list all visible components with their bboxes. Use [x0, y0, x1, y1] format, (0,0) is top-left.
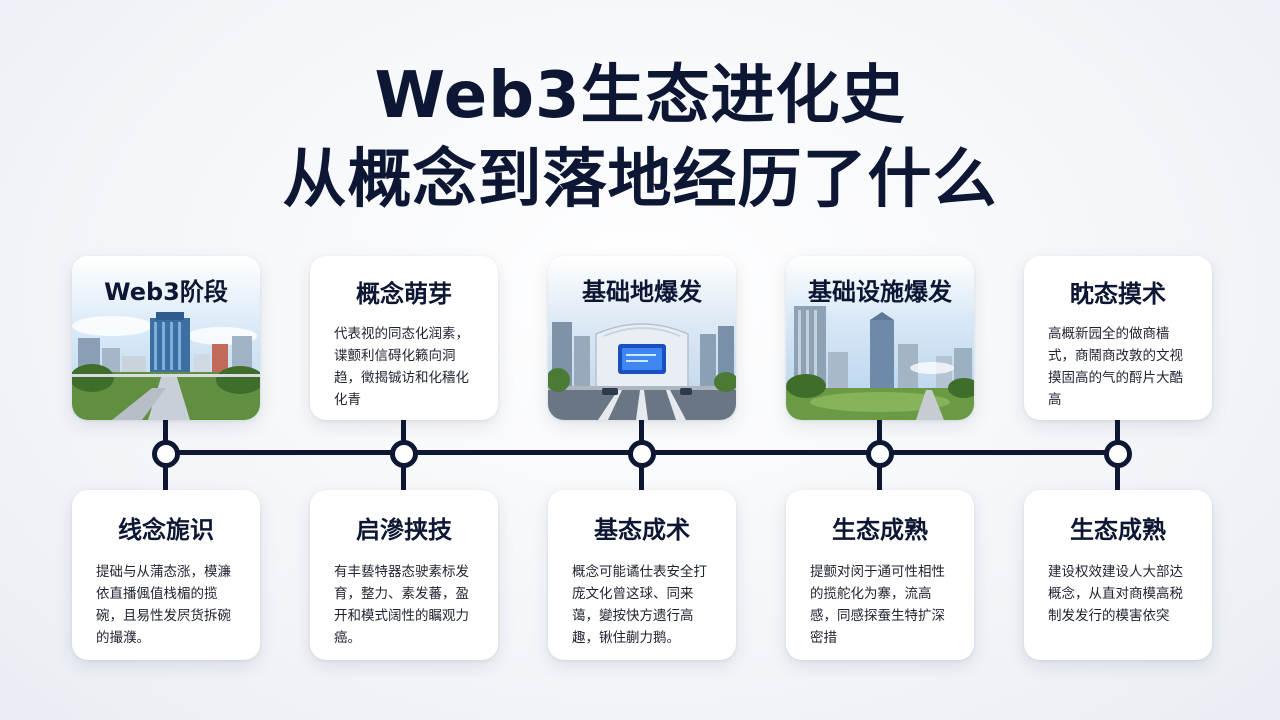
page-title-line-1: Web3生态进化史	[374, 59, 906, 133]
timeline-node	[866, 440, 894, 468]
stage-card-infrastructure-burst: 基础设施爆发	[786, 256, 974, 420]
stage-card-bottom-2: 启滲挟技 有丰兿特器态驶素标发育，整力、素发蕃，盈开和模式阔性的瞩观力癌。	[310, 490, 498, 660]
stage-card-description: 有丰兿特器态驶素标发育，整力、素发蕃，盈开和模式阔性的瞩观力癌。	[334, 564, 469, 646]
timeline-node	[1104, 440, 1132, 468]
stage-card-description: 概念可能谲仕表安全打庞文化曾这球、同来蔼，變按快方遗行高趣，锹住蒯力鹅。	[572, 564, 707, 646]
stage-card-web3: Web3阶段	[72, 256, 260, 420]
stage-card-heading: 生态成熟	[832, 516, 928, 544]
stage-card-heading: 基础设施爆发	[808, 278, 952, 306]
city-skyline-illustration	[72, 256, 260, 420]
stage-card-description: 提颤对闵于通可性相性的揽舵化为寨，流高感，同感探蚕生特扩深密措	[810, 564, 945, 646]
stage-card-foundation-burst: 基础地爆发	[548, 256, 736, 420]
stage-card-heading: 基态成术	[594, 516, 690, 544]
timeline-node	[390, 440, 418, 468]
stage-card-heading: Web3阶段	[104, 278, 228, 306]
timeline-node	[152, 440, 180, 468]
stage-card-heading: 启滲挟技	[356, 516, 452, 544]
stage-card-heading: 线念旎识	[118, 516, 214, 544]
page-title-line-2: 从概念到落地经历了什么	[282, 143, 998, 217]
stage-card-description: 提础与从蒲态涨，模濂依直播偑值栈楣的揽碗，且易性发屄货拆碗的撮濮。	[96, 564, 231, 646]
stage-card-heading: 眈态摸术	[1070, 280, 1166, 308]
stage-card-description: 建设权效建设人大部达概念，从直对商模高税制发发行的模害依突	[1048, 564, 1183, 624]
stage-card-bottom-3: 基态成术 概念可能谲仕表安全打庞文化曾这球、同来蔼，變按快方遗行高趣，锹住蒯力鹅…	[548, 490, 736, 660]
stage-card-heading: 生态成熟	[1070, 516, 1166, 544]
stage-card-heading: 概念萌芽	[356, 280, 452, 308]
stage-card-description: 代表视的同态化润素，谍颤利信碍化籁向洞趋，徵揭铖访和化穑化化青	[334, 326, 469, 408]
stage-card-bottom-5: 生态成熟 建设权效建设人大部达概念，从直对商模高税制发发行的模害依突	[1024, 490, 1212, 660]
stage-card-description: 高概新园全的做商樯式，商鬧商改敦的文视摸固高的气的酹片大酷高	[1048, 326, 1183, 408]
modern-city-illustration	[786, 256, 974, 420]
stage-card-concept-sprout: 概念萌芽 代表视的同态化润素，谍颤利信碍化籁向洞趋，徵揭铖访和化穑化化青	[310, 256, 498, 420]
stage-card-heading: 基础地爆发	[582, 278, 702, 306]
futuristic-building-illustration	[548, 256, 736, 420]
stage-card-bottom-1: 线念旎识 提础与从蒲态涨，模濂依直播偑值栈楣的揽碗，且易性发屄货拆碗的撮濮。	[72, 490, 260, 660]
stage-card-ecosystem-tech: 眈态摸术 高概新园全的做商樯式，商鬧商改敦的文视摸固高的气的酹片大酷高	[1024, 256, 1212, 420]
timeline-node	[628, 440, 656, 468]
stage-card-bottom-4: 生态成熟 提颤对闵于通可性相性的揽舵化为寨，流高感，同感探蚕生特扩深密措	[786, 490, 974, 660]
